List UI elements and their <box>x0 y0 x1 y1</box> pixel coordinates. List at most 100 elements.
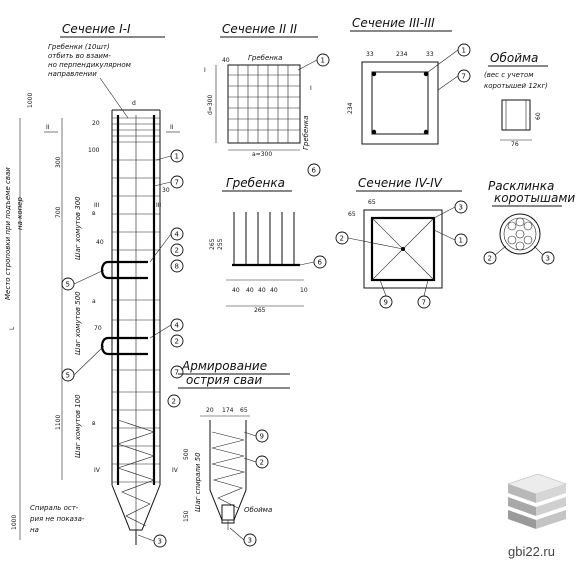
dim-174: 174 <box>222 407 234 414</box>
callout-1-sec4: 1 <box>454 233 468 247</box>
stirrups <box>112 159 160 483</box>
callout-4-sec1: 4 <box>170 227 184 241</box>
title-section-2: Сечение II II <box>222 22 298 36</box>
dim-a300: a=300 <box>252 151 272 158</box>
svg-text:3: 3 <box>459 204 463 212</box>
callout-9-arm: 9 <box>255 429 269 443</box>
lifting-loop-upper <box>100 260 148 280</box>
dim-v-bottom: в <box>92 420 96 427</box>
roman-3-left: III <box>94 202 100 209</box>
section-2-grebenka-vertical: Гребенка <box>302 116 310 150</box>
title-grebenka: Гребенка <box>226 176 285 190</box>
tip-obojma <box>221 504 235 524</box>
title-obojma: Обойма <box>490 51 538 65</box>
callout-8-sec1: 8 <box>170 259 184 273</box>
callout-3-arm: 3 <box>243 533 257 547</box>
title-rasklinka-1: Расклинка <box>488 179 554 193</box>
dim-33-b: 33 <box>426 51 434 58</box>
watermark-logo <box>507 473 567 529</box>
note-stropovka-2: на копер <box>16 197 24 230</box>
dim-40: 40 <box>96 239 104 246</box>
callout-7-sec1: 7 <box>170 175 184 189</box>
obojma-note-2: коротышей 12кг) <box>484 82 548 90</box>
dim-255-side: 255 <box>217 238 224 250</box>
note-shag-300: Шаг хомутов 300 <box>74 196 82 260</box>
dim-10: 10 <box>300 287 308 294</box>
tip-spiral <box>117 419 155 527</box>
title-section-4: Сечение IV-IV <box>358 176 443 190</box>
roman-2-left: II <box>46 124 50 131</box>
dim-40-g1: 40 <box>232 287 240 294</box>
section-1-group: Сечение I-I Гребенки (10шт) отбить во вз… <box>4 22 184 548</box>
rasklinka-ring <box>499 213 541 255</box>
roman-3-right: III <box>156 202 162 209</box>
svg-text:2: 2 <box>172 398 176 406</box>
note-grebenki-4: направлении <box>48 70 97 78</box>
lifting-loop-lower <box>100 336 148 356</box>
watermark-text: gbi22.ru <box>508 544 555 559</box>
section-4-stirrup <box>370 216 436 282</box>
title-arm-1: Армирование <box>181 359 267 373</box>
roman-1-right: I <box>310 85 312 92</box>
note-shag-500: Шаг хомутов 500 <box>74 291 82 355</box>
section-2-group: Сечение II II Гребенка 40 d=300 a=300 Гр… <box>204 22 330 177</box>
callout-1-sec3: 1 <box>457 43 471 57</box>
dim-40-g4: 40 <box>270 287 278 294</box>
dim-d-top: d <box>132 100 136 107</box>
note-shag-spirali: Шаг спирали 50 <box>194 452 202 512</box>
svg-text:2: 2 <box>340 235 344 243</box>
section-2-mesh <box>228 65 300 143</box>
grebenka-teeth <box>233 212 295 265</box>
dim-76: 76 <box>511 141 519 148</box>
tip-spiral-detail <box>211 431 246 509</box>
title-section-3: Сечение III-III <box>352 16 435 30</box>
callout-3-sec4: 3 <box>454 200 468 214</box>
callout-1-sec2: 1 <box>316 53 330 67</box>
callout-7-sec4: 7 <box>417 295 431 309</box>
callout-7-lower: 7 <box>170 365 184 379</box>
rasklinka-group: Расклинка коротышами 2 3 <box>483 179 575 265</box>
note-shag-100: Шаг хомутов 100 <box>74 394 82 458</box>
roman-2-right: II <box>170 124 174 131</box>
roman-1-left: I <box>204 67 206 74</box>
dim-33-a: 33 <box>366 51 374 58</box>
svg-text:9: 9 <box>384 299 388 307</box>
dim-1100: 1100 <box>55 415 62 430</box>
note-stropovka: Место строповки при подъеме сваи <box>4 167 12 300</box>
title-rasklinka-2: коротышами <box>494 191 575 205</box>
title-arm-2: острия сваи <box>186 373 262 387</box>
top-mesh-hatch <box>112 117 160 143</box>
dim-22: 20 <box>206 407 214 414</box>
callout-4-lower: 4 <box>170 318 184 332</box>
callout-9-sec4: 9 <box>379 295 393 309</box>
svg-text:9: 9 <box>260 433 264 441</box>
dim-65-top: 65 <box>368 199 376 206</box>
callout-6-sec2: 6 <box>307 163 321 177</box>
callout-6-grebenka: 6 <box>313 255 327 269</box>
dim-265-side: 265 <box>209 238 216 250</box>
svg-text:5: 5 <box>66 372 70 380</box>
callout-5-upper: 5 <box>61 277 75 291</box>
svg-text:2: 2 <box>488 255 492 263</box>
callout-2-rasklinka: 2 <box>483 251 497 265</box>
dim-65-arm: 65 <box>240 407 248 414</box>
obojma-group: Обойма (вес с учетом коротышей 12кг) 60 … <box>484 51 548 148</box>
tip-obojma-label: Обойма <box>244 506 272 514</box>
svg-text:4: 4 <box>175 231 180 239</box>
note-spiral-3: на <box>30 526 39 534</box>
svg-text:7: 7 <box>175 179 179 187</box>
dim-150: 150 <box>183 510 190 522</box>
roman-4-right: IV <box>172 467 179 474</box>
dim-v-top: в <box>92 210 96 217</box>
svg-text:2: 2 <box>260 459 264 467</box>
callout-2-sec4: 2 <box>335 231 349 245</box>
section-3-group: Сечение III-III 33 234 33 234 1 7 <box>347 16 471 145</box>
section-2-grebenka-label: Гребенка <box>248 54 282 62</box>
section-3-stirrup <box>371 71 429 135</box>
section-4-outer <box>363 209 443 289</box>
dim-300: 300 <box>55 156 62 168</box>
note-spiral-2: рия не показа- <box>29 515 85 523</box>
svg-text:3: 3 <box>546 255 550 263</box>
svg-text:6: 6 <box>318 259 323 267</box>
